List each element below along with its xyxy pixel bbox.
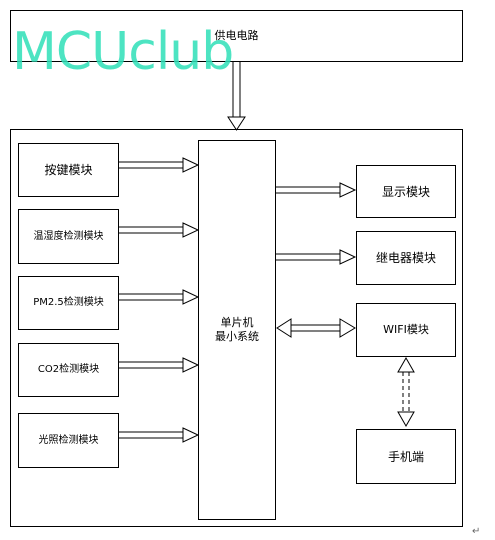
wifi-bidirectional-arrow: [276, 318, 356, 338]
input-module-label: 温湿度检测模块: [33, 230, 104, 242]
input-module-co2: CO2检测模块: [18, 343, 119, 397]
input-module-light: 光照检测模块: [18, 413, 119, 468]
input-module-label: CO2检测模块: [37, 364, 100, 375]
output-module-label: 显示模块: [381, 184, 430, 199]
input-module-label: 光照检测模块: [38, 434, 99, 446]
output-arrow-relay: [276, 249, 357, 265]
power-supply-box: 供电电路: [10, 10, 463, 62]
output-module-display: 显示模块: [356, 165, 456, 218]
phone-label: 手机端: [387, 449, 424, 464]
input-module-label: PM2.5检测模块: [33, 297, 104, 308]
input-module-key: 按键模块: [18, 143, 119, 197]
input-arrow-temphum: [119, 222, 200, 238]
paragraph-return-mark: ↵: [472, 526, 481, 537]
input-module-pm25: PM2.5检测模块: [18, 276, 119, 330]
mcu-label-line2: 最小系统: [215, 330, 259, 343]
input-arrow-key: [119, 157, 200, 173]
mcu-label-line1: 单片机: [220, 316, 254, 329]
power-arrow: [227, 62, 246, 131]
phone-dashed-link: [397, 356, 415, 428]
power-supply-label: 供电电路: [214, 29, 259, 42]
output-module-relay: 继电器模块: [356, 231, 456, 285]
output-arrow-display: [276, 182, 357, 198]
output-module-label: 继电器模块: [375, 251, 436, 265]
output-module-wifi: WIFI模块: [356, 303, 456, 357]
output-module-label: WIFI模块: [383, 323, 429, 336]
phone-terminal: 手机端: [356, 429, 456, 484]
input-module-temphum: 温湿度检测模块: [18, 209, 119, 264]
input-arrow-co2: [119, 357, 200, 373]
input-arrow-pm25: [119, 289, 200, 305]
mcu-minimum-system: 单片机 最小系统: [198, 140, 276, 520]
input-module-label: 按键模块: [44, 163, 93, 177]
input-arrow-light: [119, 427, 200, 443]
